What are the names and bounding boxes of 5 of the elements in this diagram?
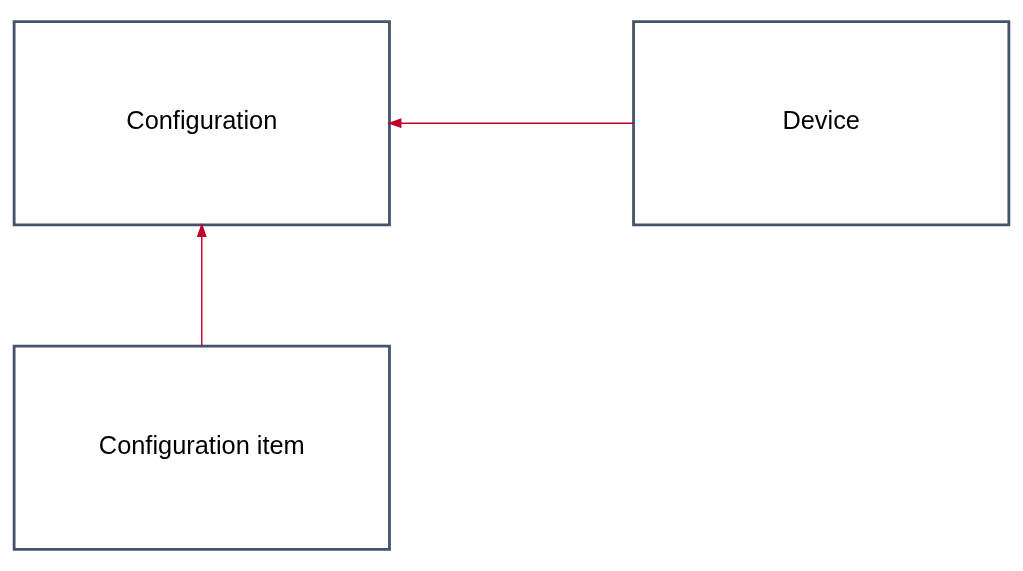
arrow	[196, 222, 207, 347]
node-box: Device	[632, 20, 1011, 227]
node-box: Configuration item	[12, 344, 391, 551]
node-box: Configuration	[12, 20, 391, 227]
arrow	[387, 118, 635, 129]
